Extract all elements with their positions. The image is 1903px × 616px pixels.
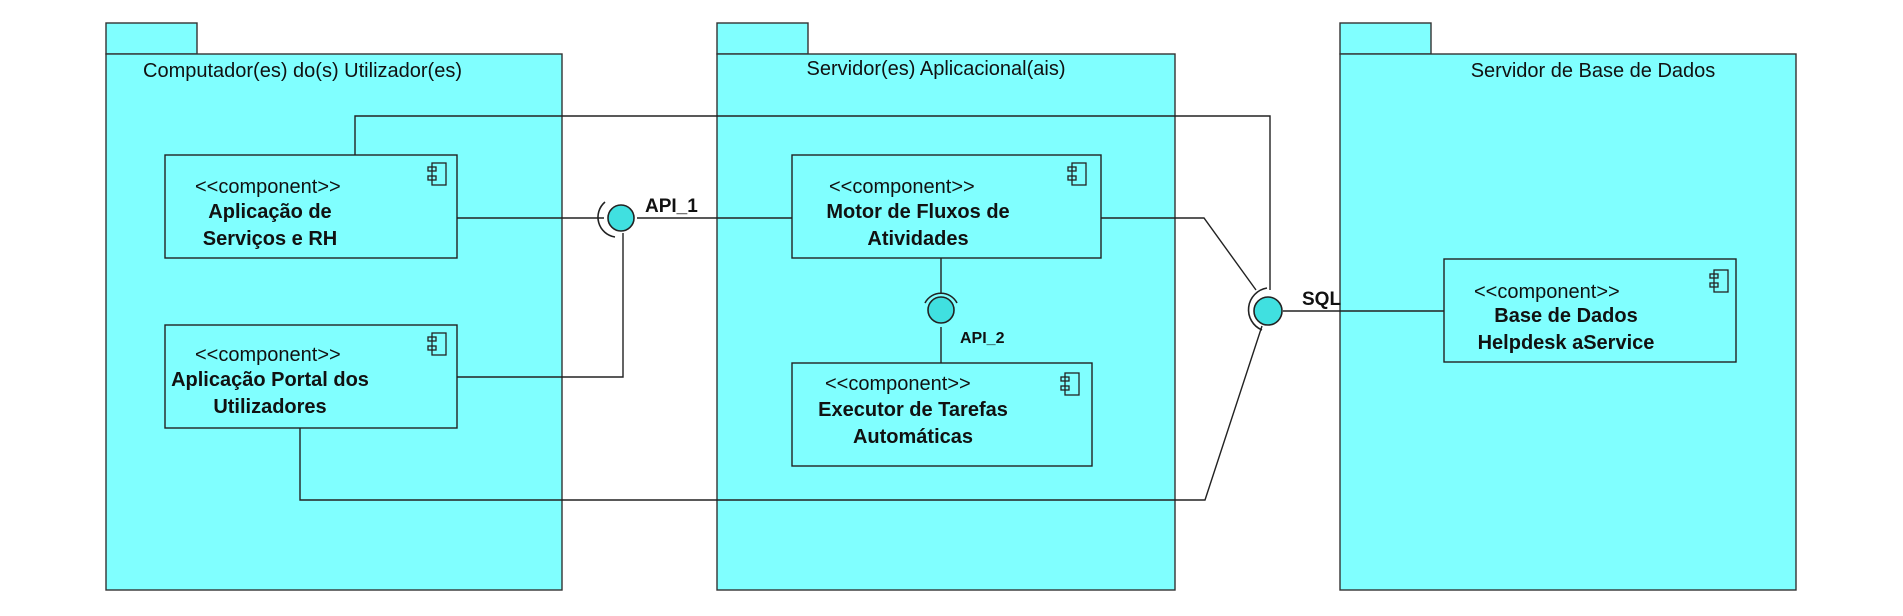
component-database[interactable]: <<component>> Base de Dados Helpdesk aSe…	[1443, 258, 1737, 363]
component-stereotype: <<component>>	[825, 373, 971, 395]
component-box	[164, 154, 458, 259]
component-name-line1: Executor de Tarefas	[818, 399, 1008, 421]
connectors	[299, 115, 1444, 501]
package-label: Servidor(es) Aplicacional(ais)	[807, 58, 1066, 80]
interface-ball	[1253, 296, 1283, 326]
component-name-line1: Base de Dados	[1494, 305, 1637, 327]
component-name-line2: Atividades	[867, 228, 968, 250]
component-stereotype: <<component>>	[195, 176, 341, 198]
interface-socket	[924, 292, 958, 304]
interface-sql[interactable]: SQL	[1247, 287, 1342, 331]
component-name-line1: Aplicação de	[208, 201, 331, 223]
component-task-executor[interactable]: <<component>> Executor de Tarefas Automá…	[791, 362, 1093, 467]
component-name-line2: Utilizadores	[213, 396, 326, 418]
component-box	[791, 154, 1102, 259]
component-stereotype: <<component>>	[829, 176, 975, 198]
component-name-line2: Automáticas	[853, 426, 973, 448]
component-services-hr[interactable]: <<component>> Aplicação de Serviços e RH	[164, 154, 458, 259]
package-label: Computador(es) do(s) Utilizador(es)	[143, 60, 462, 82]
package-user-computers: Computador(es) do(s) Utilizador(es)	[105, 22, 563, 591]
component-stereotype: <<component>>	[195, 344, 341, 366]
component-workflow-engine[interactable]: <<component>> Motor de Fluxos de Ativida…	[791, 154, 1102, 259]
interface-label: SQL	[1302, 289, 1341, 310]
package-body	[105, 53, 563, 591]
component-box	[791, 362, 1093, 467]
component-name-line2: Helpdesk aService	[1478, 332, 1655, 354]
interface-label: API_2	[960, 330, 1005, 347]
interface-ball	[607, 204, 635, 232]
component-name-line1: Aplicação Portal dos	[171, 369, 369, 391]
component-name-line2: Serviços e RH	[203, 228, 338, 250]
interface-label: API_1	[645, 196, 698, 217]
package-tab	[1339, 22, 1432, 55]
interface-socket	[1247, 287, 1268, 331]
connector-engine-to-sql	[1101, 217, 1257, 291]
connector-portal-to-sql	[299, 325, 1263, 501]
component-box	[164, 324, 458, 429]
component-box	[1443, 258, 1737, 363]
connector-portal-to-api1	[457, 233, 624, 378]
interface-ball	[927, 296, 955, 324]
interface-api1[interactable]: API_1	[597, 196, 698, 238]
interface-api2[interactable]: API_2	[924, 292, 1005, 347]
component-stereotype: <<component>>	[1474, 281, 1620, 303]
connector-services-to-sql	[354, 115, 1271, 290]
package-tab	[105, 22, 198, 55]
package-tab	[716, 22, 809, 55]
package-label: Servidor de Base de Dados	[1471, 60, 1716, 82]
component-name-line1: Motor de Fluxos de	[826, 201, 1009, 223]
interface-socket	[597, 201, 616, 238]
component-user-portal[interactable]: <<component>> Aplicação Portal dos Utili…	[164, 324, 458, 429]
